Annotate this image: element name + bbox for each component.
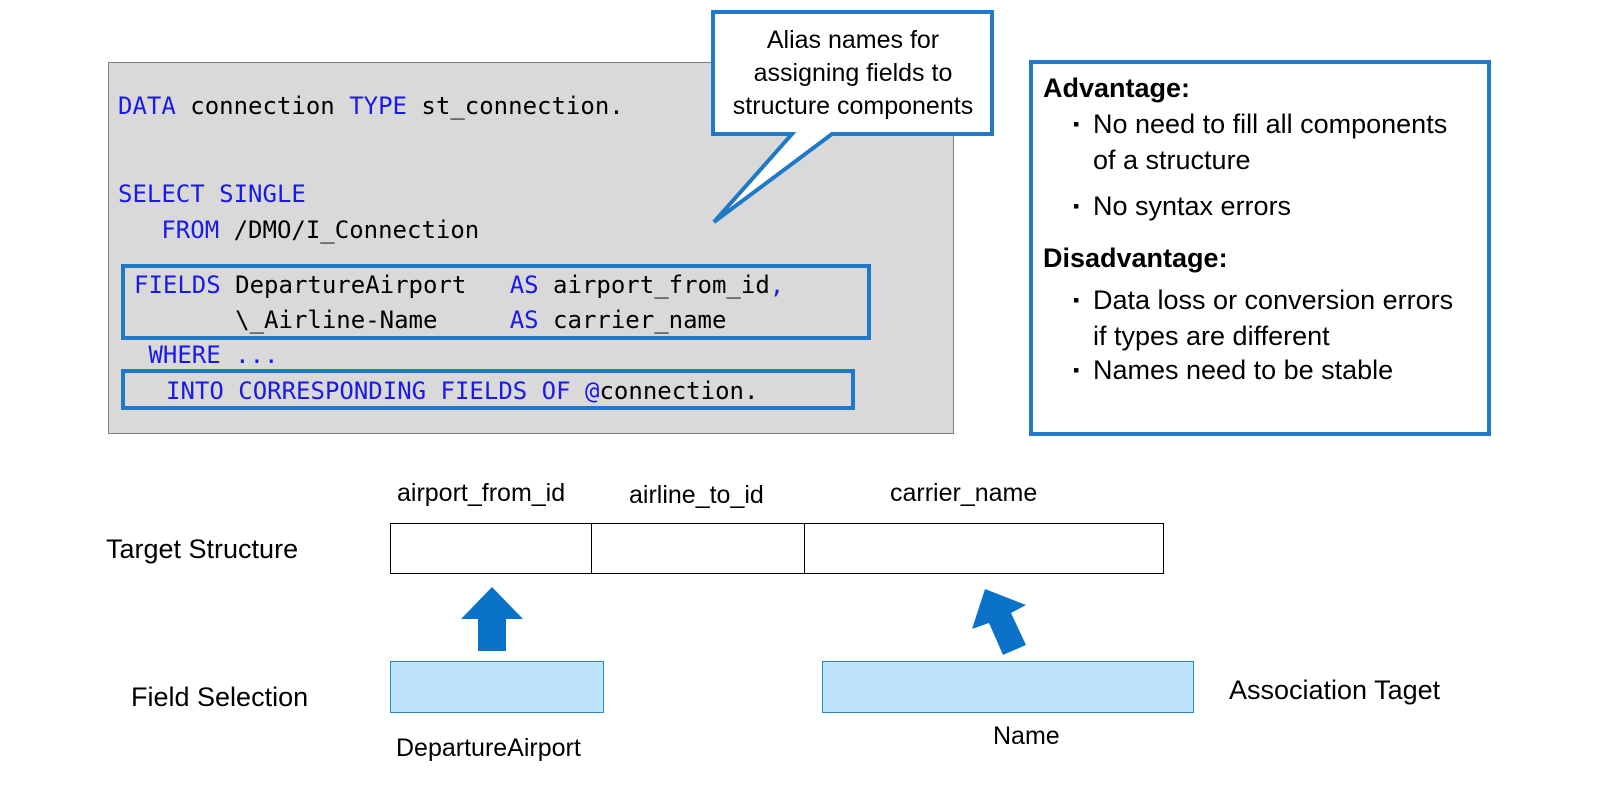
code-keyword: FROM [118,216,220,244]
callout-text: Alias names for assigning fields to stru… [732,26,974,120]
advantage-item: ▪ No need to fill all components of a st… [1073,106,1473,178]
code-text: /DMO/I_Connection [219,216,480,244]
association-target-label: Association Taget [1229,675,1441,705]
code-keyword: INTO CORRESPONDING FIELDS OF @ [166,377,600,405]
disadvantage-item: ▪ Names need to be stable [1073,352,1473,388]
code-line-into: INTO CORRESPONDING FIELDS OF @connection… [166,376,758,406]
target-structure-row [390,523,1164,574]
code-keyword: , [769,271,785,299]
code-line-select: SELECT SINGLE [118,179,306,209]
advantage-item: ▪ No syntax errors [1073,188,1473,224]
code-line-data: DATA connection TYPE st_connection. [118,91,624,121]
disadvantage-heading: Disadvantage: [1043,243,1228,273]
code-keyword: SELECT SINGLE [118,180,306,208]
code-keyword: AS [509,271,539,299]
disadvantage-item: ▪ Data loss or conversion errors if type… [1073,282,1473,354]
code-keyword: FIELDS [134,271,221,299]
source-field-name [822,661,1194,713]
arrow-up-icon [461,587,523,651]
component-label-airport-from-id: airport_from_id [397,479,566,507]
code-line-where: WHERE ... [134,340,279,370]
code-keyword: TYPE [349,92,407,120]
pros-cons-panel: Advantage: ▪ No need to fill all compone… [1029,60,1491,436]
target-structure-label: Target Structure [106,534,299,564]
code-keyword: DATA [118,92,176,120]
bullet-icon: ▪ [1073,360,1080,380]
code-keyword: WHERE ... [134,341,279,369]
code-text: connection. [599,377,759,405]
code-text: DepartureAirport [220,271,510,299]
code-line-fields: FIELDS DepartureAirport AS airport_from_… [134,270,784,300]
bullet-icon: ▪ [1073,114,1080,134]
code-text: st_connection. [406,92,624,120]
callout-bubble [711,10,994,224]
target-cell-airline-to-id [591,524,804,573]
source-label-name: Name [993,722,1060,750]
code-text: \_Airline-Name [134,306,510,334]
code-keyword: AS [509,306,539,334]
bullet-icon: ▪ [1073,290,1080,310]
bullet-icon: ▪ [1073,196,1080,216]
advantage-heading: Advantage: [1043,73,1191,103]
into-highlight-box [121,369,855,410]
component-label-carrier-name: carrier_name [890,479,1038,507]
source-label-departure-airport: DepartureAirport [396,734,581,762]
code-line-airline: \_Airline-Name AS carrier_name [134,305,726,335]
code-text: carrier_name [538,306,727,334]
target-cell-airport-from-id [391,524,591,573]
component-label-airline-to-id: airline_to_id [629,481,764,509]
field-selection-label: Field Selection [131,682,309,712]
fields-highlight-box [121,264,871,340]
source-field-departure-airport [390,661,604,713]
target-cell-carrier-name [804,524,1163,573]
code-text: airport_from_id [538,271,770,299]
code-text: connection [175,92,350,120]
code-line-from: FROM /DMO/I_Connection [118,215,479,245]
arrow-diagonal-icon [972,589,1026,655]
